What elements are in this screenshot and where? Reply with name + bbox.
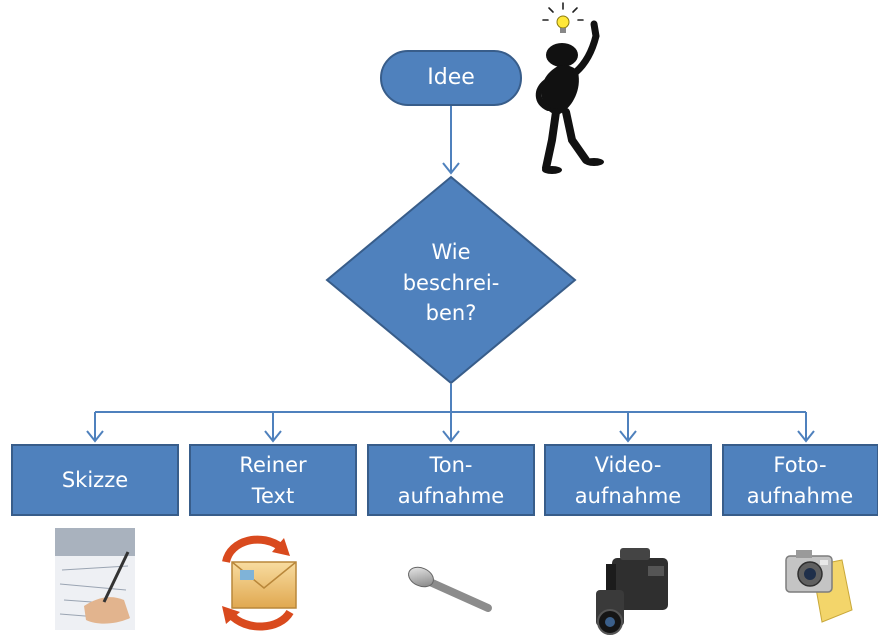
decision-node-label: Wie beschrei- ben?: [402, 240, 500, 326]
arrowhead-decision: [442, 162, 460, 175]
option-label-tonaufnahme: Ton- aufnahme: [397, 452, 505, 509]
start-node-label: Idee: [427, 64, 475, 90]
arrowhead-video: [619, 430, 637, 443]
connectors: [86, 106, 815, 443]
box-skizze: [11, 444, 179, 516]
arrowhead-text: [264, 430, 282, 443]
email-envelope-icon: [222, 535, 297, 631]
option-label-reiner-text: Reiner Text: [239, 452, 307, 509]
idea-person-icon: [535, 2, 604, 174]
arrowhead-skizze: [86, 430, 104, 443]
box-fotoaufnahme: [722, 444, 878, 516]
option-label-skizze: Skizze: [61, 468, 129, 493]
box-reiner-text: [189, 444, 357, 516]
video-camera-icon: [596, 548, 668, 635]
arrowhead-ton: [442, 430, 460, 443]
box-tonaufnahme: [367, 444, 535, 516]
option-label-fotoaufnahme: Foto- aufnahme: [746, 452, 854, 509]
microphone-icon: [408, 566, 492, 612]
decision-node: [325, 175, 577, 385]
sketch-drawing-icon: [55, 528, 135, 630]
box-videoaufnahme: [544, 444, 712, 516]
option-boxes: [11, 444, 878, 516]
option-label-videoaufnahme: Video- aufnahme: [574, 452, 682, 509]
arrowhead-foto: [797, 430, 815, 443]
start-node: [380, 50, 522, 106]
photo-camera-icon: [785, 550, 853, 623]
